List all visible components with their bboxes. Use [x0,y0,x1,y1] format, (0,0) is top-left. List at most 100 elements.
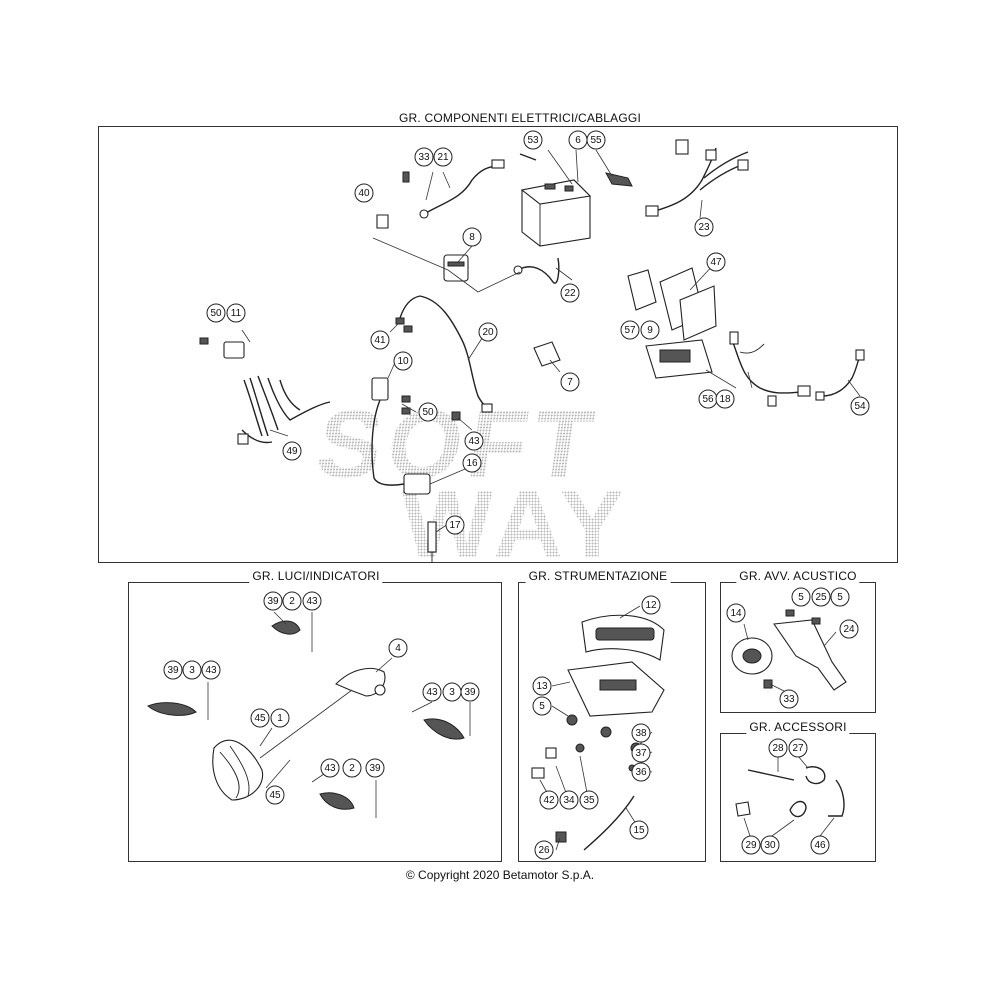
title-lights: GR. LUCI/INDICATORI [249,569,383,583]
svg-text:43: 43 [306,596,318,607]
spark-plug [427,521,437,562]
callout-accessories-30: 30 [760,835,780,855]
rubber-grommets [566,714,642,772]
svg-text:45: 45 [254,713,266,724]
indicator-rear [319,792,355,810]
callout-electrical-23: 23 [694,217,714,237]
svg-text:7: 7 [567,377,573,388]
clip-29 [735,801,751,817]
svg-text:43: 43 [468,436,480,447]
callout-instruments-26: 26 [534,840,554,860]
callout-instruments-34: 34 [559,790,579,810]
callout-electrical-55: 55 [586,130,606,150]
callout-instruments-36: 36 [631,762,651,782]
screw-41 [395,317,413,333]
callout-lights-39: 39 [460,682,480,702]
indicator-front-left [271,620,301,635]
svg-text:25: 25 [815,592,827,603]
harness-18 [729,331,811,407]
screw-50 [401,395,411,415]
callout-electrical-18: 18 [715,389,735,409]
callout-electrical-54: 54 [850,396,870,416]
copyright-notice: © Copyright 2020 Betamotor S.p.A. [405,868,595,882]
svg-text:57: 57 [624,325,636,336]
callout-lights-43: 43 [201,660,221,680]
callout-instruments-15: 15 [629,820,649,840]
svg-text:33: 33 [418,152,430,163]
svg-text:47: 47 [710,257,722,268]
svg-text:1: 1 [277,713,283,724]
svg-text:2: 2 [349,763,355,774]
svg-text:28: 28 [772,743,784,754]
svg-text:43: 43 [324,763,336,774]
svg-text:13: 13 [536,681,548,692]
callout-lights-43: 43 [422,682,442,702]
callout-electrical-41: 41 [370,330,390,350]
svg-text:3: 3 [449,687,455,698]
svg-text:43: 43 [426,687,438,698]
battery [520,179,592,247]
callout-horn-14: 14 [726,603,746,623]
svg-text:5: 5 [539,701,545,712]
screw-53 [199,337,209,345]
clip-30 [789,800,807,818]
svg-text:10: 10 [397,356,409,367]
callout-lights-2: 2 [282,591,302,611]
callout-lights-3: 3 [182,660,202,680]
callout-horn-33: 33 [779,689,799,709]
battery-terminal-bolt [519,153,537,161]
title-electrical: GR. COMPONENTI ELETTRICI/CABLAGGI [396,111,644,125]
callout-electrical-7: 7 [560,372,580,392]
callout-lights-4: 4 [388,638,408,658]
positive-cable [513,257,560,284]
callout-instruments-37: 37 [631,743,651,763]
callout-instruments-38: 38 [631,723,651,743]
svg-text:46: 46 [814,840,826,851]
svg-text:37: 37 [635,748,647,759]
svg-text:35: 35 [583,795,595,806]
svg-text:9: 9 [647,325,653,336]
svg-text:54: 54 [854,401,866,412]
callout-horn-5: 5 [791,587,811,607]
callout-electrical-16: 16 [462,453,482,473]
screw-small [402,171,410,183]
svg-text:34: 34 [563,795,575,806]
svg-text:5: 5 [798,592,804,603]
title-accessories: GR. ACCESSORI [746,720,850,734]
svg-text:15: 15 [633,825,645,836]
callout-lights-39: 39 [263,591,283,611]
battery-clip [605,172,633,187]
callout-electrical-11: 11 [226,303,246,323]
capacitor-7 [533,341,561,367]
callout-electrical-47: 47 [706,252,726,272]
callout-horn-25: 25 [811,587,831,607]
bolts-42-34 [531,747,557,779]
svg-text:8: 8 [469,232,475,243]
horn-bracket [773,619,847,691]
callout-lights-43: 43 [302,591,322,611]
svg-text:3: 3 [189,665,195,676]
callout-accessories-27: 27 [788,738,808,758]
callout-electrical-9: 9 [640,320,660,340]
callout-electrical-22: 22 [560,283,580,303]
svg-text:40: 40 [358,188,370,199]
callout-electrical-33: 33 [414,147,434,167]
callout-lights-39: 39 [163,660,183,680]
svg-text:56: 56 [702,394,714,405]
callout-instruments-13: 13 [532,676,552,696]
callout-electrical-6: 6 [568,130,588,150]
nut-43 [451,411,461,421]
svg-text:55: 55 [590,135,602,146]
headlight [212,739,264,801]
svg-text:33: 33 [783,694,795,705]
callout-instruments-42: 42 [539,790,559,810]
svg-text:42: 42 [543,795,555,806]
callout-accessories-46: 46 [810,835,830,855]
ignition-coil [371,377,431,495]
svg-text:2: 2 [289,596,295,607]
headlight-bracket-4 [335,667,386,697]
callout-electrical-50: 50 [418,402,438,422]
instrument-cluster [581,614,665,661]
svg-text:53: 53 [527,135,539,146]
